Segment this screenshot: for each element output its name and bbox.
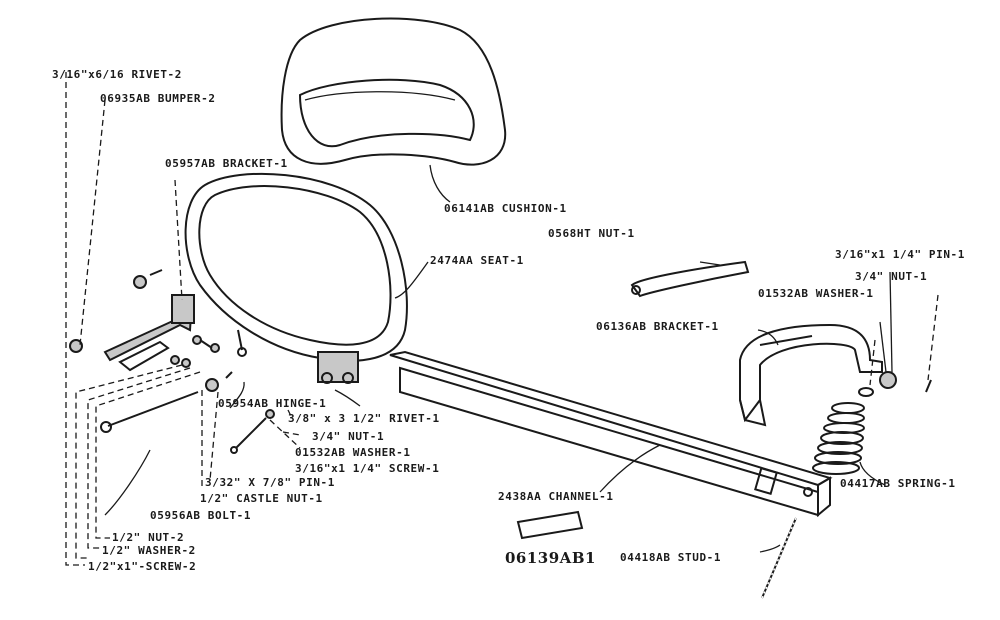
channel-part: [389, 350, 833, 518]
label-bracket-06136: 06136AB BRACKET-1: [596, 320, 719, 333]
label-rivet-1: 3/8" x 3 1/2" RIVET-1: [288, 412, 440, 425]
spring-part: [812, 402, 865, 475]
label-washer-01532: 01532AB WASHER-1: [295, 446, 411, 459]
label-washer-01532-right: 01532AB WASHER-1: [758, 287, 874, 300]
label-washer-2: 1/2" WASHER-2: [102, 544, 196, 557]
cushion-part: [280, 17, 507, 166]
label-stud: 04418AB STUD-1: [620, 551, 721, 564]
label-screw-1: 3/16"x1 1/4" SCREW-1: [295, 462, 439, 475]
part-labels: 3/16"x6/16 RIVET-2 06935AB BUMPER-2 0595…: [52, 68, 965, 573]
label-spring: 04417AB SPRING-1: [840, 477, 956, 490]
label-seat: 2474AA SEAT-1: [430, 254, 524, 267]
label-screw-2: 1/2"x1"-SCREW-2: [88, 560, 196, 573]
label-bolt-05956: 05956AB BOLT-1: [150, 509, 251, 522]
label-castle-nut: 1/2" CASTLE NUT-1: [200, 492, 323, 505]
right-hardware: [858, 371, 932, 397]
bracket-06136-part: [739, 323, 883, 427]
label-bracket-05957: 05957AB BRACKET-1: [165, 157, 288, 170]
label-nut-2: 1/2" NUT-2: [112, 531, 184, 544]
nut-0568-part: [630, 260, 750, 298]
stud-part: [761, 517, 797, 599]
label-cotter-pin: 3/32" X 7/8" PIN-1: [205, 476, 335, 489]
label-cushion: 06141AB CUSHION-1: [444, 202, 567, 215]
plate-06139-part: [516, 510, 584, 540]
exploded-view-lines: [65, 72, 939, 566]
label-nut-0568: 0568HT NUT-1: [548, 227, 635, 240]
label-hinge: 05954AB HINGE-1: [218, 397, 326, 410]
bracket-05957-part: [69, 269, 220, 372]
label-nut-1: 3/4" NUT-1: [312, 430, 384, 443]
label-channel: 2438AA CHANNEL-1: [498, 490, 614, 503]
label-bumper-2: 06935AB BUMPER-2: [100, 92, 216, 105]
label-nut-34: 3/4" NUT-1: [855, 270, 927, 283]
label-plate-06139: 06139AB1: [505, 549, 596, 567]
label-pin-1: 3/16"x1 1/4" PIN-1: [835, 248, 965, 261]
leader-lines: [104, 164, 893, 553]
label-rivet-2: 3/16"x6/16 RIVET-2: [52, 68, 182, 81]
seat-part: [184, 172, 408, 384]
rivet-screw-part: [230, 409, 275, 454]
bolt-05956-part: [100, 371, 233, 433]
